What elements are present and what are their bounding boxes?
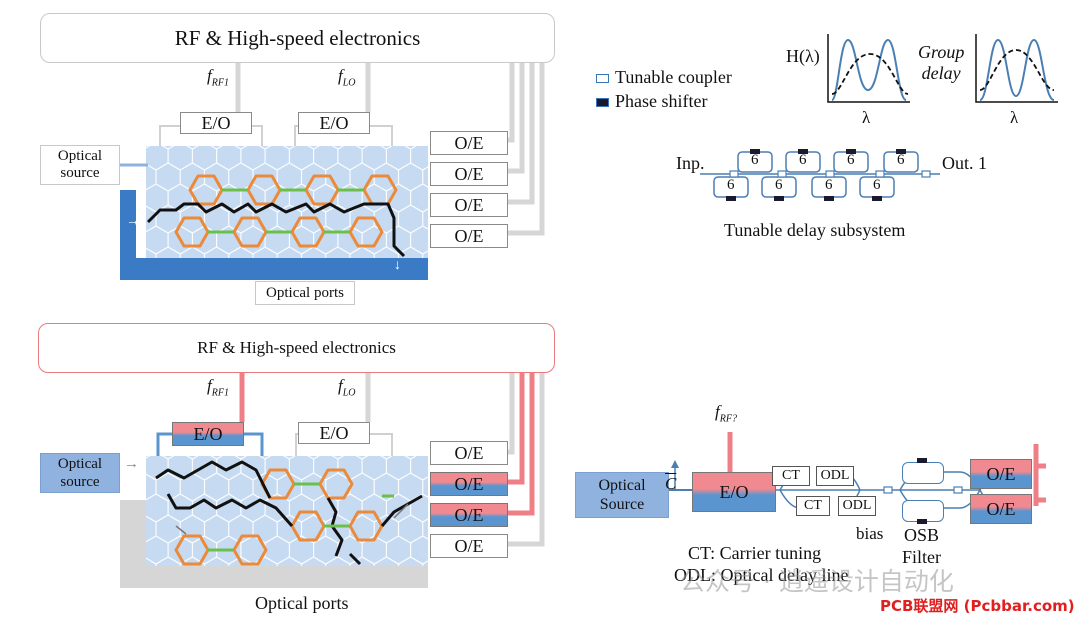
f-lo-label-bottom: fLO (338, 376, 356, 399)
port-arrow-down-icon: ↓ (394, 258, 401, 273)
eo-modulator-bottom-active: E/O (172, 422, 244, 446)
osb-ring-1 (902, 462, 944, 484)
f-rf1-label-bottom: fRF1 (207, 376, 229, 399)
group-delay-plot (975, 34, 1058, 103)
legend-phase-shifter: Phase shifter (596, 91, 707, 112)
phase-shifter-icon (596, 98, 609, 108)
delay-cell-6: 6 (775, 177, 783, 193)
oe-detector-chain-1: O/E (970, 459, 1032, 489)
oe-detector-top-1: O/E (430, 131, 508, 155)
bias-label: bias (856, 524, 884, 543)
osb-phase-icon-1 (917, 458, 927, 463)
oe-detector-chain-2: O/E (970, 494, 1032, 524)
wechat-watermark: 公众号 · 逍遥设计自动化 (680, 567, 954, 596)
optical-port-bar-bottom-bottom (120, 566, 428, 588)
eo-modulator-bottom-idle: E/O (298, 422, 370, 444)
top-wiring (159, 63, 545, 236)
delay-cell-5: 6 (727, 177, 735, 193)
ct-definition: CT: Carrier tuning (688, 543, 822, 563)
oe-detector-top-4: O/E (430, 224, 508, 248)
transmission-plot (827, 34, 910, 103)
rf-electronics-box-bottom: RF & High-speed electronics (38, 323, 555, 373)
hexagonal-mesh-top (146, 146, 428, 258)
site-watermark: PCB联盟网 (Pcbbar.com) (880, 597, 1075, 615)
delay-cell-3: 6 (847, 152, 855, 168)
source-link-top (120, 163, 148, 167)
lambda-axis-2: λ (1010, 108, 1019, 127)
c-vector-label: C (665, 474, 677, 493)
coupler-icon (596, 74, 609, 84)
eo-modulator-top-right: E/O (298, 112, 370, 134)
carrier-tuning-box-1: CT (772, 466, 810, 486)
f-rf-chain-label: fRF? (715, 402, 737, 425)
optical-ports-label-top: Optical ports (255, 281, 355, 305)
h-lambda-label: H(λ) (786, 46, 820, 66)
f-rf1-label-top: fRF1 (207, 66, 229, 89)
odl-definition: ODL: Optical delay line (674, 565, 849, 585)
lambda-axis-1: λ (862, 108, 871, 127)
rf-electronics-box-top: RF & High-speed electronics (40, 13, 555, 63)
optical-delay-box-1: ODL (816, 466, 854, 486)
delay-caption: Tunable delay subsystem (724, 220, 906, 240)
osb-phase-icon-2 (917, 519, 927, 524)
source-arrow-icon: → (124, 456, 139, 472)
eo-modulator-chain: E/O (692, 472, 776, 512)
oe-detector-top-2: O/E (430, 162, 508, 186)
optical-port-bar-bottom (120, 258, 428, 280)
f-lo-label-top: fLO (338, 66, 356, 89)
delay-input-label: Inp. (676, 153, 705, 173)
hexagonal-mesh-bottom (146, 456, 428, 566)
oe-detector-bottom-3-active: O/E (430, 503, 508, 527)
delay-output-label: Out. 1 (942, 153, 987, 173)
oe-detector-bottom-1: O/E (430, 441, 508, 465)
oe-detector-bottom-2-active: O/E (430, 472, 508, 496)
optical-port-bar-left (120, 190, 136, 280)
delay-subsystem-diagram (700, 149, 940, 201)
carrier-tuning-box-2: CT (796, 496, 830, 516)
eo-modulator-top-left: E/O (180, 112, 252, 134)
optical-ports-label-bottom: Optical ports (255, 593, 349, 613)
oe-detector-bottom-4: O/E (430, 534, 508, 558)
optical-delay-box-2: ODL (838, 496, 876, 516)
legend-tunable-coupler: Tunable coupler (596, 67, 732, 88)
delay-cell-4: 6 (897, 152, 905, 168)
delay-cell-7: 6 (825, 177, 833, 193)
oe-detector-top-3: O/E (430, 193, 508, 217)
delay-cell-2: 6 (799, 152, 807, 168)
bottom-wiring (156, 373, 545, 547)
delay-cell-1: 6 (751, 152, 759, 168)
delay-cell-8: 6 (873, 177, 881, 193)
port-arrow-right-icon: → (126, 214, 140, 229)
